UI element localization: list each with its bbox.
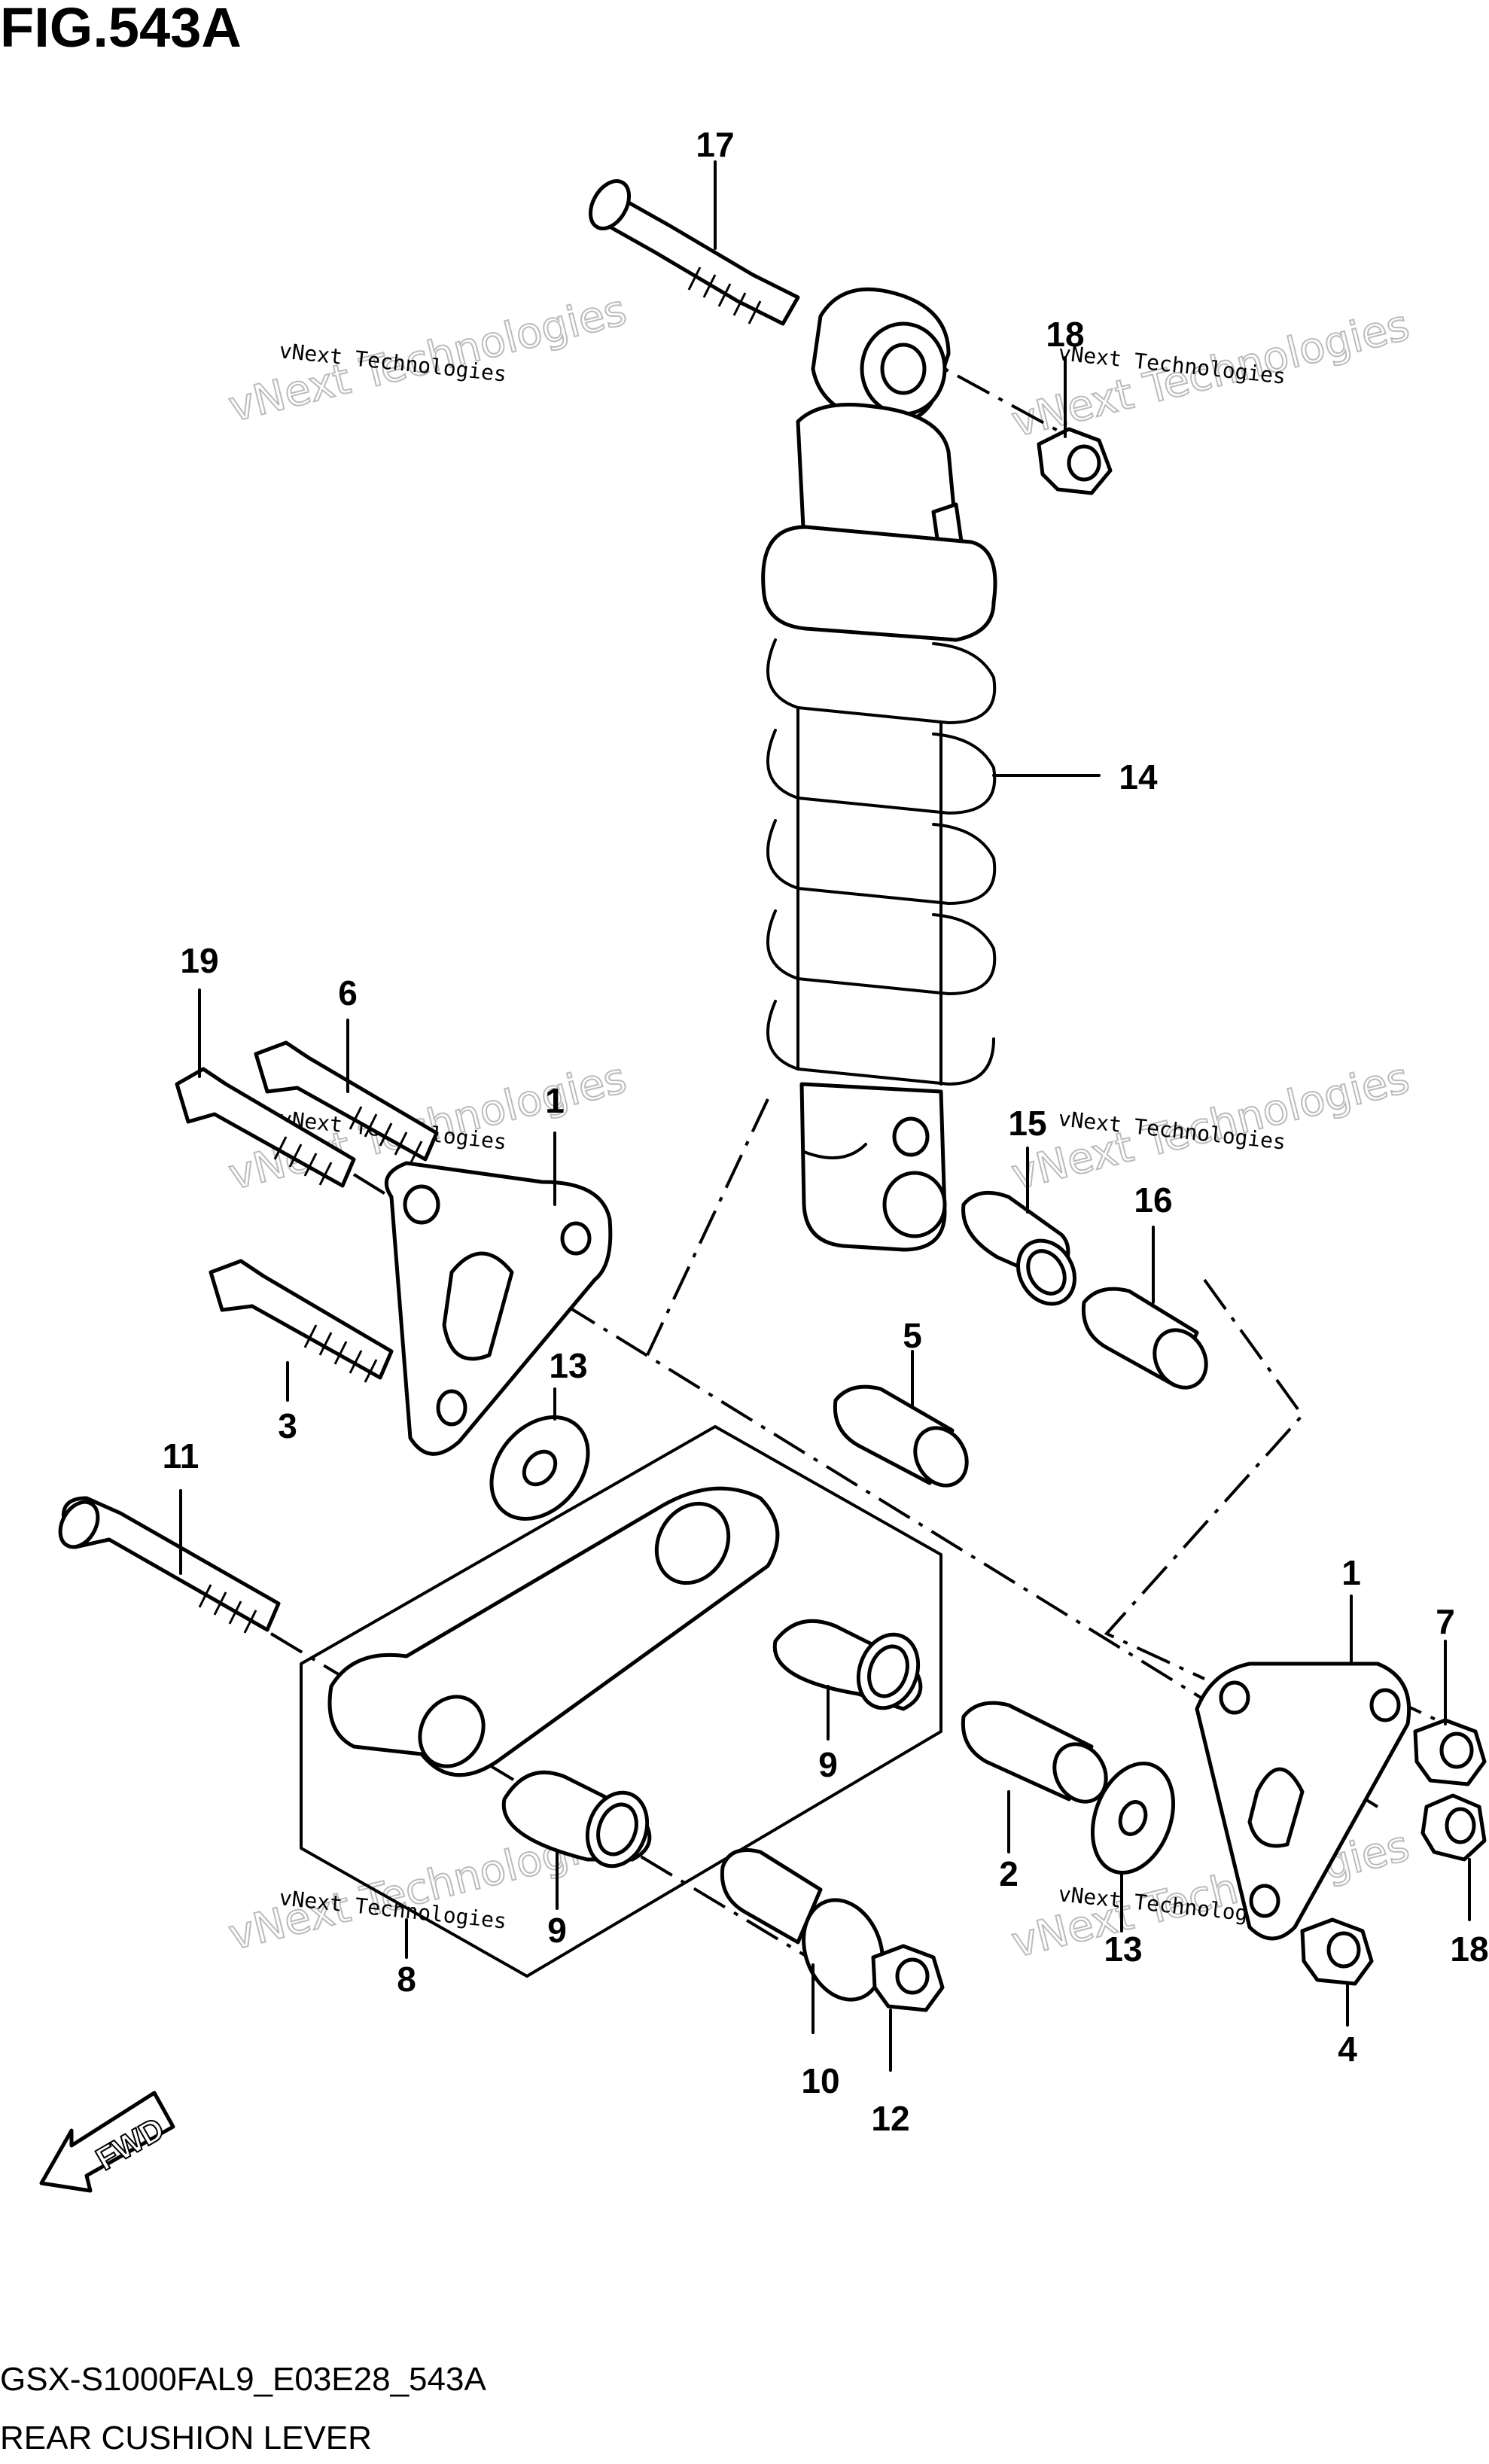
callout-6: 6 [338,973,358,1013]
callout-1b: 1 [1341,1553,1361,1592]
part-7-nut [1413,1718,1487,1786]
fwd-arrow: FWD [39,2091,175,2193]
part-15-bearing [961,1190,1076,1306]
callout-9: 9 [818,1745,838,1784]
leader-lines [179,160,1471,2072]
callout-13: 13 [549,1346,587,1385]
callout-12: 12 [871,2099,909,2138]
callout-7: 7 [1436,1602,1455,1641]
callouts: 17 18 14 19 6 1 15 16 5 13 3 11 1 7 9 2 … [163,125,1489,2138]
callout-1: 1 [545,1081,565,1120]
callout-14: 14 [1119,757,1158,796]
part-17-bolt [588,179,800,326]
callout-17: 17 [696,125,734,164]
part-4-nut [1300,1917,1374,1986]
callout-10: 10 [801,2061,839,2100]
callout-8: 8 [397,1960,416,1999]
callout-13b: 13 [1104,1929,1142,1969]
callout-3: 3 [278,1406,297,1445]
callout-4: 4 [1338,2030,1357,2069]
part-6-bolt [254,1040,439,1165]
part-11-bolt [58,1496,281,1634]
part-5-spacer [833,1384,969,1488]
part-14-shock-absorber [761,287,997,1252]
callout-19: 19 [180,941,218,980]
part-1-bracket-right [1195,1661,1411,1941]
callout-15: 15 [1008,1104,1046,1143]
part-18-nut-right [1420,1793,1487,1862]
callout-5: 5 [903,1316,922,1355]
part-8-cushion-lever [300,1425,942,1978]
figure-title: FIG.543A [0,0,242,59]
part-12-nut [871,1944,945,2012]
part-1-bracket-left [384,1161,613,1456]
part-10-collar [720,1848,885,2002]
part-18-nut-top [1037,427,1113,495]
part-19-bolt [175,1067,356,1188]
callout-9b: 9 [547,1911,567,1950]
callout-16: 16 [1134,1180,1172,1220]
callout-11: 11 [163,1436,199,1476]
model-code: GSX-S1000FAL9_E03E28_543A [0,2361,486,2398]
part-3-bolt [209,1259,394,1383]
part-2-spacer [961,1701,1108,1804]
section-name: REAR CUSHION LEVER [0,2420,372,2456]
part-16-spacer [1081,1287,1208,1390]
callout-18b: 18 [1450,1929,1488,1969]
callout-2: 2 [999,1854,1019,1893]
part-13-washer-right [1090,1761,1176,1875]
part-13-washer-left [489,1415,590,1521]
callout-18: 18 [1046,315,1084,354]
